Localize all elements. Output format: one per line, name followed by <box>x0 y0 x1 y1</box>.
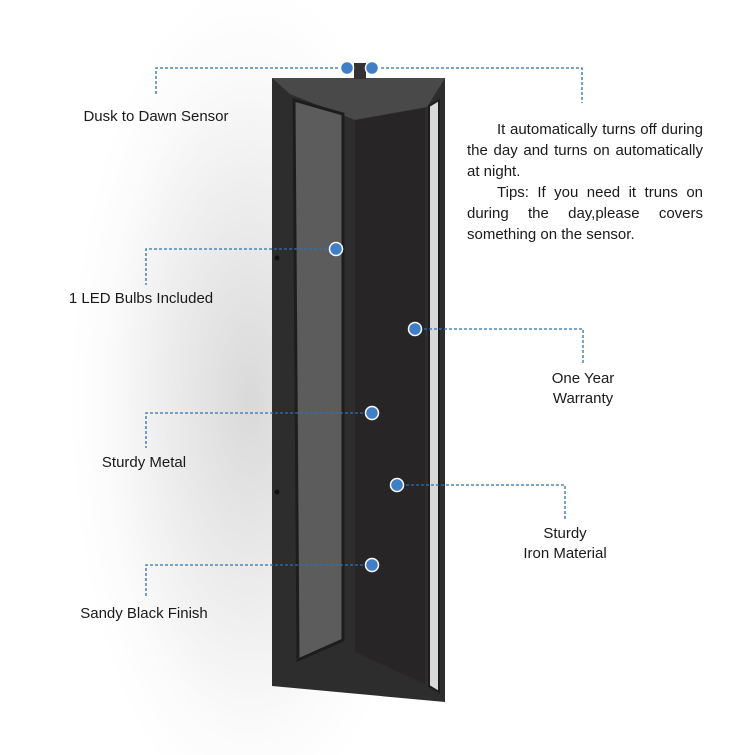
label-iron-line2: Iron Material <box>523 545 607 562</box>
dot-icon <box>407 321 423 337</box>
callout-dots <box>328 60 423 573</box>
dot-icon <box>364 557 380 573</box>
screw-icon <box>274 255 280 261</box>
description-main: It automatically turns off during the da… <box>467 121 703 180</box>
description-tips: Tips: If you need it truns on during the… <box>467 184 703 243</box>
label-warranty: One Year Warranty <box>552 369 615 409</box>
dot-icon <box>339 60 355 76</box>
label-warranty-line2: Warranty <box>552 390 614 407</box>
lamp-left-glass <box>292 98 345 663</box>
label-warranty-line1: One Year <box>551 370 615 387</box>
label-bulbs: 1 LED Bulbs Included <box>68 290 214 307</box>
screw-icon <box>274 489 280 495</box>
dot-icon <box>364 405 380 421</box>
label-finish: Sandy Black Finish <box>80 605 208 622</box>
dot-icon <box>389 477 405 493</box>
dot-icon <box>328 241 344 257</box>
label-metal: Sturdy Metal <box>101 454 187 471</box>
lamp-front-face <box>355 108 425 684</box>
callout-lines <box>145 67 584 598</box>
label-sensor: Dusk to Dawn Sensor <box>83 108 229 125</box>
lamp-top-bevel <box>272 78 445 120</box>
dot-icon <box>364 60 380 76</box>
label-iron-line1: Sturdy <box>543 525 587 542</box>
sensor-cap <box>354 63 366 79</box>
label-iron: Sturdy Iron Material <box>523 524 606 564</box>
lamp-right-glass <box>428 98 440 694</box>
